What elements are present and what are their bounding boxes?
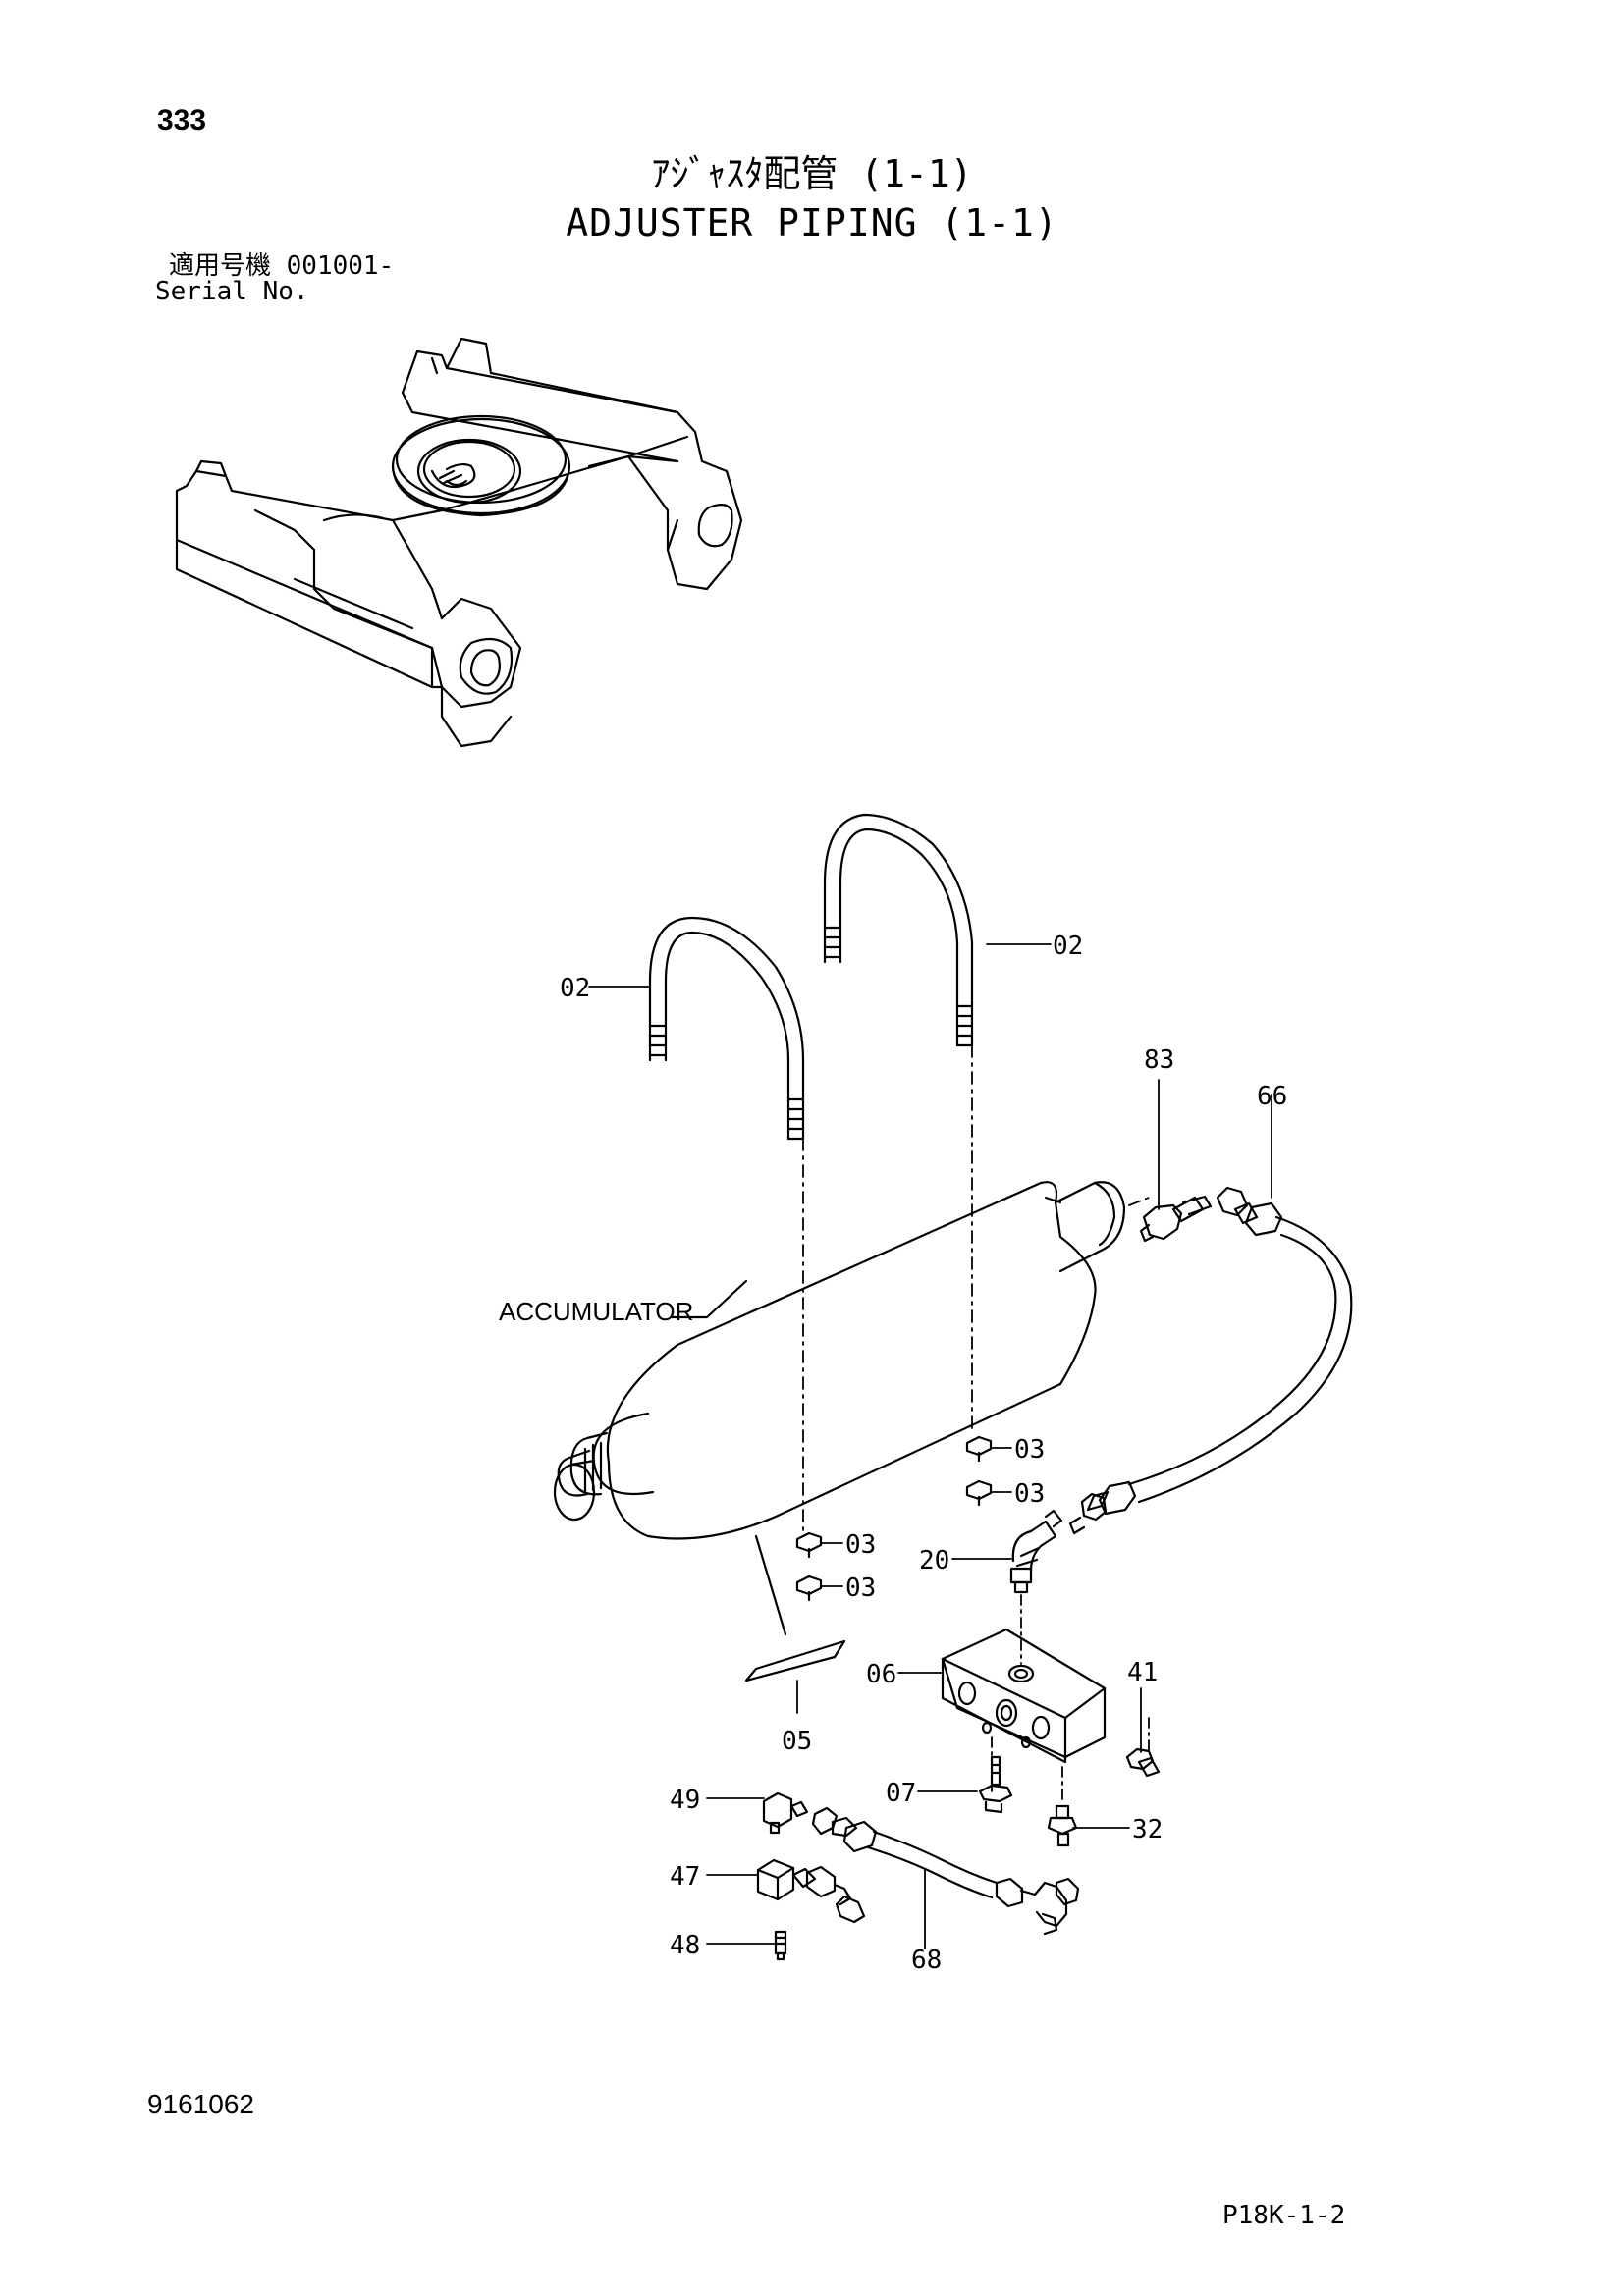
callout-20: 20	[919, 1546, 949, 1575]
elbow-fitting-20	[1009, 1509, 1063, 1594]
callout-03-b: 03	[1014, 1479, 1045, 1509]
fitting-32	[1047, 1766, 1078, 1847]
callout-labels: 02 02 83 66 03 03 03 03 20 06 05 41 07 3…	[560, 932, 1287, 1975]
serial-label-english: Serial No.	[155, 277, 309, 306]
accumulator-illustration	[553, 1181, 1126, 1540]
callout-47: 47	[670, 1862, 700, 1892]
bolt-41	[1125, 1717, 1161, 1778]
callout-02-left: 02	[560, 974, 590, 1003]
track-frame-illustration	[175, 337, 743, 748]
label-plate	[744, 1534, 846, 1682]
plug-07	[978, 1736, 1013, 1814]
title-english: ADJUSTER PIPING (1-1)	[566, 201, 1058, 244]
hose-68	[811, 1806, 1080, 1936]
hose-66	[1068, 1186, 1353, 1535]
accumulator-label: ACCUMULATOR	[499, 1297, 693, 1326]
callout-83: 83	[1144, 1045, 1174, 1075]
nut-set	[795, 1435, 993, 1602]
figure-code: P18K-1-2	[1222, 2201, 1346, 2230]
accumulator-leader	[670, 1279, 748, 1319]
u-bolt-left	[648, 916, 805, 1141]
callout-41: 41	[1127, 1658, 1158, 1687]
callout-07: 07	[886, 1779, 916, 1808]
callout-49: 49	[670, 1786, 700, 1815]
callout-05: 05	[782, 1727, 812, 1756]
fitting-47	[756, 1858, 866, 1924]
callout-68: 68	[911, 1946, 942, 1975]
title-japanese: ｱｼﾞｬｽﾀ配管 (1-1)	[651, 152, 973, 195]
serial-label-japanese: 適用号機 001001-	[169, 251, 395, 281]
u-bolt-right	[823, 813, 974, 1047]
callout-03-c: 03	[845, 1530, 876, 1560]
callout-06: 06	[866, 1660, 896, 1689]
callout-66: 66	[1257, 1082, 1287, 1111]
elbow-fitting-83	[1139, 1195, 1213, 1243]
fitting-48	[774, 1930, 787, 1961]
assembly-dashed-lines	[802, 1044, 1150, 1532]
page-number: 333	[157, 104, 207, 136]
callout-48: 48	[670, 1931, 700, 1960]
callout-02-right: 02	[1053, 932, 1083, 961]
valve-block-06	[941, 1594, 1107, 1764]
document-number: 9161062	[147, 2089, 255, 2119]
callout-03-a: 03	[1014, 1435, 1045, 1465]
fitting-49	[762, 1791, 809, 1835]
callout-32: 32	[1132, 1815, 1163, 1844]
callout-leaders	[588, 943, 1272, 1949]
callout-03-d: 03	[845, 1574, 876, 1603]
